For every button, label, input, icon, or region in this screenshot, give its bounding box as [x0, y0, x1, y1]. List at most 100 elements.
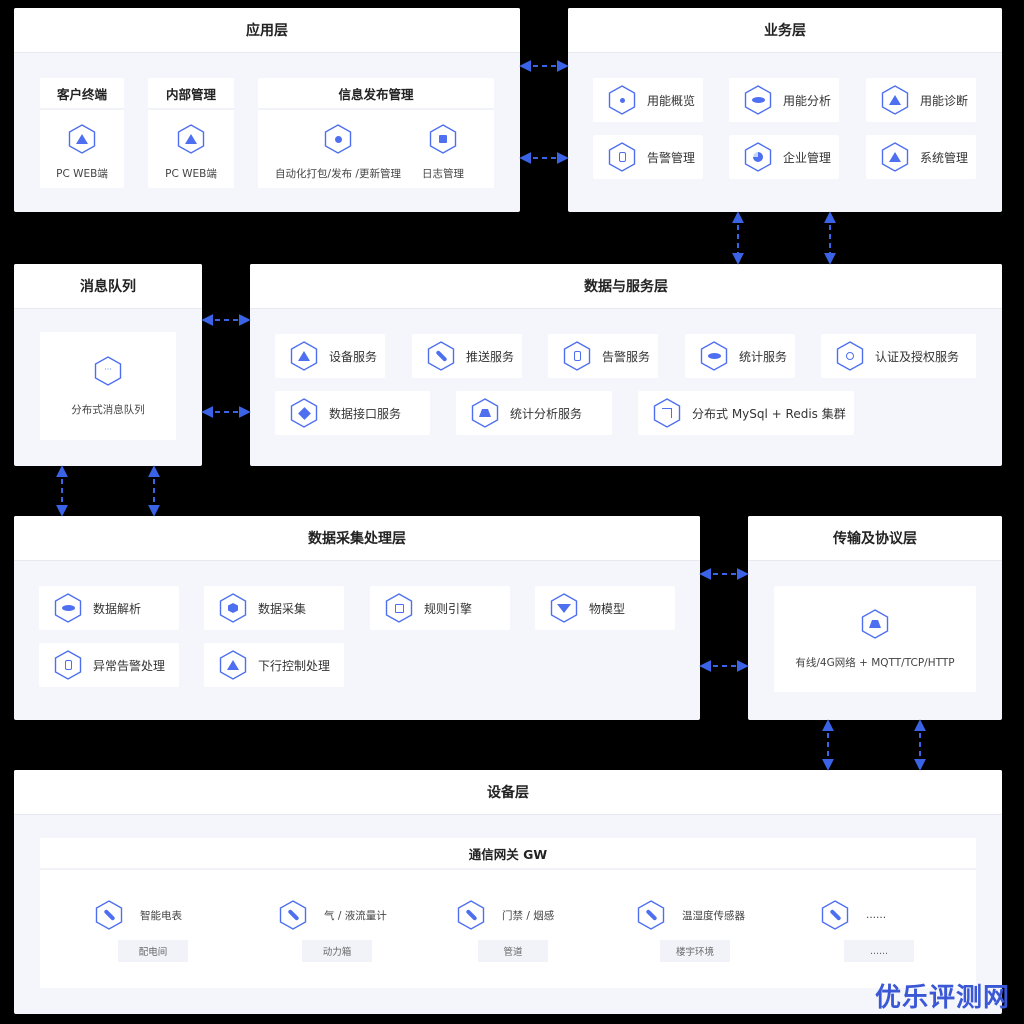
energy-diagnosis: 用能诊断: [866, 78, 976, 122]
enterprise-management-label: 企业管理: [783, 150, 832, 165]
info-publish-card: 信息发布管理 自动化打包/发布 /更新管理 日志管理: [258, 78, 494, 188]
statistical-analysis-service: 统计分析服务: [456, 391, 612, 435]
transport-layer: 传输及协议层 有线/4G网络 + MQTT/TCP/HTTP: [748, 516, 1002, 720]
network-icon: [860, 608, 890, 639]
auth-service-label: 认证及授权服务: [875, 349, 960, 364]
enterprise-management: 企业管理: [729, 135, 839, 179]
alarm-service-icon: [562, 341, 592, 371]
data-parsing-label: 数据解析: [93, 601, 142, 616]
energy-analysis-label: 用能分析: [783, 93, 832, 108]
auto-package-label: 自动化打包/发布 /更新管理: [275, 168, 401, 180]
internal-management-title: 内部管理: [148, 78, 234, 110]
collection-layer-title: 数据采集处理层: [14, 516, 700, 560]
data-collection-label: 数据采集: [258, 601, 307, 616]
system-management: 系统管理: [866, 135, 976, 179]
parsing-icon: [53, 593, 83, 623]
more-device-icon: [820, 900, 850, 930]
overview-icon: [607, 85, 637, 115]
message-queue-title: 消息队列: [14, 264, 202, 308]
protocol-label: 有线/4G网络 + MQTT/TCP/HTTP: [795, 656, 955, 669]
log-icon: [428, 124, 458, 154]
alarm-management-label: 告警管理: [647, 150, 696, 165]
sensor-icon: [456, 900, 486, 930]
client-terminal-card: 客户终端 PC WEB端: [40, 78, 124, 188]
tag-more: ......: [844, 940, 914, 962]
funnel-icon: [549, 593, 579, 623]
rule-engine: 规则引擎: [370, 586, 510, 630]
client-pc-web: PC WEB端: [40, 124, 124, 181]
data-parsing: 数据解析: [39, 586, 179, 630]
tag-power-room: 配电间: [118, 940, 188, 962]
mysql-redis-label: 分布式 MySql + Redis 集群: [692, 406, 846, 421]
push-service: 推送服务: [412, 334, 522, 378]
thermometer-icon: [636, 900, 666, 930]
device-service-label: 设备服务: [329, 349, 378, 364]
client-pc-web-label: PC WEB端: [56, 168, 108, 180]
downlink-control-label: 下行控制处理: [258, 658, 331, 673]
distributed-mq-label: 分布式消息队列: [71, 403, 145, 416]
device-layer: 设备层 通信网关 GW 智能电表 配电间 气 / 液流量计 动力箱 门禁 / 烟…: [14, 770, 1002, 1014]
device-temp-humidity: 温湿度传感器: [636, 900, 745, 930]
data-service-layer: 数据与服务层 设备服务 推送服务 告警服务 统计服务 认证及授权服务 数据接口服…: [250, 264, 1002, 466]
log-management-label: 日志管理: [422, 168, 464, 180]
interface-icon: [289, 398, 319, 428]
internal-management-card: 内部管理 PC WEB端: [148, 78, 234, 188]
pie-chart-icon: [743, 142, 773, 172]
energy-overview: 用能概览: [593, 78, 703, 122]
gateway-card: 通信网关 GW 智能电表 配电间 气 / 液流量计 动力箱 门禁 / 烟感 管道…: [40, 838, 976, 988]
device-flow-meter-label: 气 / 液流量计: [324, 909, 387, 922]
rule-icon: [384, 593, 414, 623]
application-layer-title: 应用层: [14, 8, 520, 52]
device-access-smoke: 门禁 / 烟感: [456, 900, 554, 930]
analysis-icon: [743, 85, 773, 115]
device-more: ......: [820, 900, 886, 930]
energy-analysis: 用能分析: [729, 78, 839, 122]
protocol-card: 有线/4G网络 + MQTT/TCP/HTTP: [774, 586, 976, 692]
alarm-service-label: 告警服务: [602, 349, 651, 364]
statistical-analysis-label: 统计分析服务: [510, 406, 583, 421]
message-icon: ···: [93, 355, 123, 386]
log-management-item: 日志管理: [408, 124, 478, 181]
arrow-up-right-icon: [652, 398, 682, 428]
rule-engine-label: 规则引擎: [424, 601, 473, 616]
meter-icon: [94, 900, 124, 930]
device-more-label: ......: [866, 909, 887, 921]
internal-pc-web: PC WEB端: [148, 124, 234, 181]
statistics-icon: [699, 341, 729, 371]
watermark-text: 优乐评测网: [874, 983, 1010, 1013]
internal-pc-web-label: PC WEB端: [165, 168, 217, 180]
thing-model: 物模型: [535, 586, 675, 630]
alarm-service: 告警服务: [548, 334, 658, 378]
monitor-icon: [67, 124, 97, 154]
thing-model-label: 物模型: [589, 601, 626, 616]
user-icon: [835, 341, 865, 371]
device-smart-meter-label: 智能电表: [140, 909, 182, 922]
transport-layer-title: 传输及协议层: [748, 516, 1002, 560]
downlink-icon: [218, 650, 248, 680]
diagnosis-icon: [880, 85, 910, 115]
auto-package-item: 自动化打包/发布 /更新管理: [268, 124, 408, 181]
gateway-title: 通信网关 GW: [40, 838, 976, 870]
downlink-control: 下行控制处理: [204, 643, 344, 687]
pen-icon: [426, 341, 456, 371]
exception-icon: [53, 650, 83, 680]
system-icon: [880, 142, 910, 172]
data-interface-label: 数据接口服务: [329, 406, 402, 421]
push-service-label: 推送服务: [466, 349, 515, 364]
data-interface-service: 数据接口服务: [275, 391, 430, 435]
device-smart-meter: 智能电表: [94, 900, 182, 930]
package-icon: [323, 124, 353, 154]
device-flow-meter: 气 / 液流量计: [278, 900, 387, 930]
tag-pipeline: 管道: [478, 940, 548, 962]
alarm-icon: [607, 142, 637, 172]
message-queue-layer: 消息队列 ··· 分布式消息队列: [14, 264, 202, 466]
system-management-label: 系统管理: [920, 150, 969, 165]
statistics-service: 统计服务: [685, 334, 795, 378]
client-terminal-title: 客户终端: [40, 78, 124, 110]
tag-building-env: 楼宇环境: [660, 940, 730, 962]
business-layer-title: 业务层: [568, 8, 1002, 52]
device-service-icon: [289, 341, 319, 371]
energy-diagnosis-label: 用能诊断: [920, 93, 969, 108]
device-temp-humidity-label: 温湿度传感器: [682, 909, 745, 922]
mysql-redis-cluster: 分布式 MySql + Redis 集群: [638, 391, 854, 435]
